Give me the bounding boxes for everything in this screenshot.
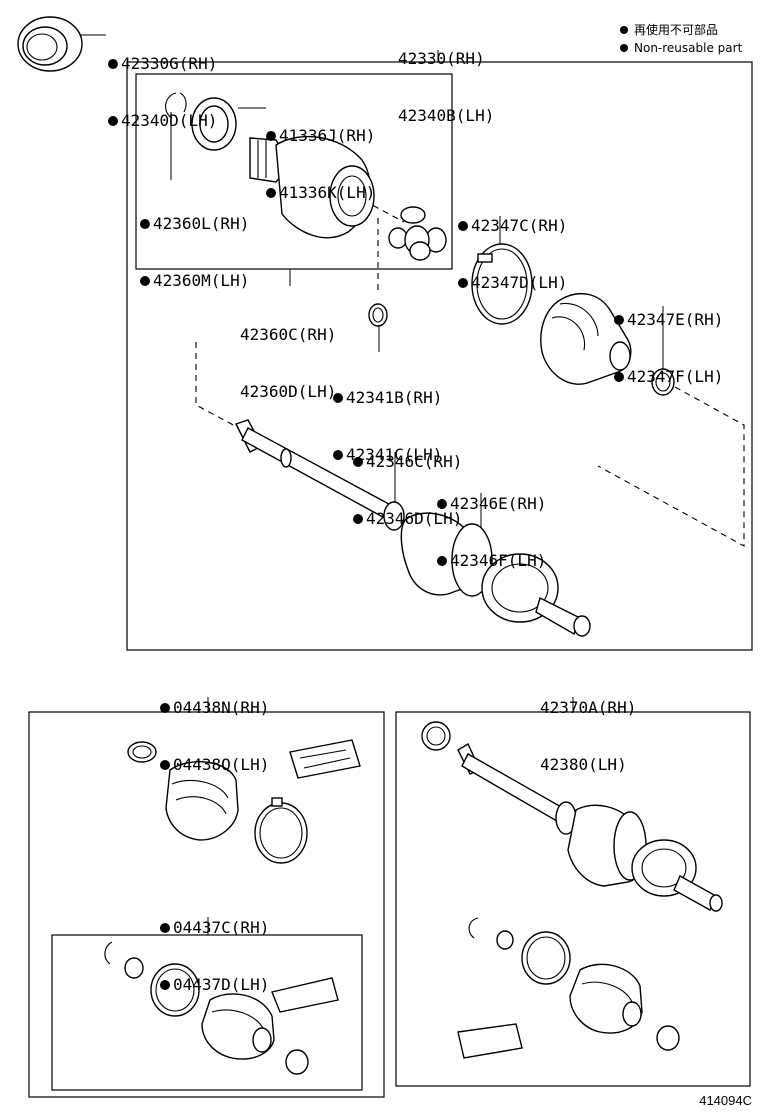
legend-bullet — [620, 44, 628, 52]
figure-number: 414094C — [699, 1093, 752, 1108]
non-reusable-bullet — [266, 131, 276, 141]
tripod-joint-part — [388, 206, 447, 261]
label-bearing: 41336J(RH) 41336K(LH) — [266, 88, 375, 221]
boot-kit-frame — [28, 711, 385, 1098]
non-reusable-bullet — [266, 188, 276, 198]
drive-shaft-main — [235, 419, 591, 637]
oil-seal-part — [17, 16, 83, 72]
outer-boot-part — [540, 292, 632, 385]
label-boot-clamp-2: 42347E(RH) 42347F(LH) — [614, 272, 723, 405]
non-reusable-bullet — [333, 450, 343, 460]
legend-bullet — [620, 26, 628, 34]
label-oil-seal: 42330G(RH) 42340D(LH) — [108, 16, 217, 149]
non-reusable-bullet — [108, 116, 118, 126]
non-reusable-bullet — [437, 499, 447, 509]
non-reusable-bullet — [140, 219, 150, 229]
inner-boot-kit-parts — [104, 941, 339, 1075]
non-reusable-bullet — [160, 923, 170, 933]
label-inboard-joint: 42360C(RH) 42360D(LH) — [240, 325, 337, 401]
snap-ring-part — [165, 92, 187, 119]
inner-boot-kit-subframe — [51, 934, 363, 1091]
boot-kit-parts — [127, 739, 361, 864]
label-snap-ring: 42360L(RH) 42360M(LH) — [140, 176, 249, 309]
non-reusable-bullet — [140, 276, 150, 286]
boot-clamp-large-part — [471, 243, 533, 325]
inboard-joint-housing — [249, 135, 375, 239]
label-inner-boot-kit: 04437C(RH) 04437D(LH) — [160, 880, 269, 1013]
non-reusable-bullet — [160, 760, 170, 770]
label-clamp-c: 42346C(RH) 42346D(LH) — [353, 414, 462, 547]
label-boot-clamp: 42347C(RH) 42347D(LH) — [458, 178, 567, 311]
non-reusable-bullet — [458, 278, 468, 288]
non-reusable-bullet — [108, 59, 118, 69]
label-clamp-e: 42346E(RH) 42346F(LH) — [437, 456, 546, 589]
inboard-joint-subframe — [135, 73, 453, 270]
bearing-ring-part — [191, 97, 237, 151]
non-reusable-bullet — [353, 514, 363, 524]
non-reusable-bullet — [160, 703, 170, 713]
non-reusable-bullet — [458, 221, 468, 231]
non-reusable-bullet — [160, 980, 170, 990]
non-reusable-bullet — [614, 372, 624, 382]
non-reusable-bullet — [437, 556, 447, 566]
non-reusable-bullet — [614, 315, 624, 325]
label-shaft-assembly: 42330(RH) 42340B(LH) — [398, 49, 495, 125]
non-reusable-bullet — [333, 393, 343, 403]
main-assembly-frame — [126, 61, 753, 651]
small-clamp-part — [651, 368, 675, 396]
leader-lines — [76, 34, 664, 935]
circlip-part — [368, 303, 388, 327]
non-reusable-bullet — [353, 457, 363, 467]
label-ring: 42341B(RH) 42341C(LH) — [333, 350, 442, 483]
label-outer-shaft: 42370A(RH) 42380(LH) — [540, 698, 637, 774]
outer-shaft-parts — [421, 721, 723, 1059]
legend: 再使用不可部品 Non-reusable part — [620, 21, 742, 57]
label-boot-kit: 04438N(RH) 04438Q(LH) — [160, 660, 269, 793]
